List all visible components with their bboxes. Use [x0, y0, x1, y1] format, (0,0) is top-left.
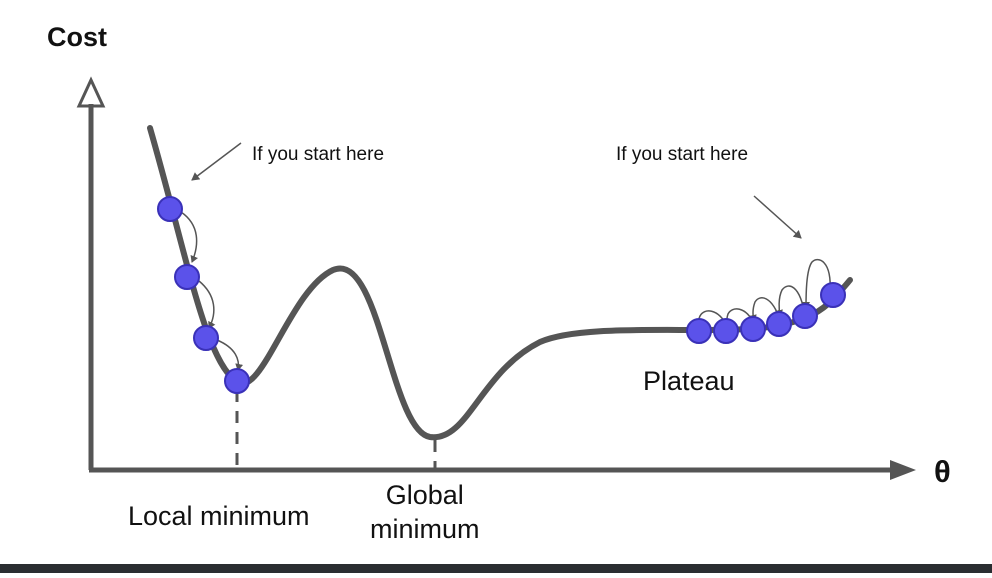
step-arrow — [216, 339, 244, 371]
plateau-ball — [713, 318, 739, 344]
right-start-annotation: If you start here — [616, 144, 749, 165]
plateau-label: Plateau — [643, 366, 735, 396]
y-axis-arrowhead — [76, 76, 106, 108]
plateau-ball — [766, 311, 792, 337]
step-arrow — [198, 280, 216, 329]
descent-ball — [224, 368, 250, 394]
plateau-ball — [820, 282, 846, 308]
global-minimum-label: Global minimum — [370, 478, 480, 546]
plateau-ball — [686, 318, 712, 344]
descent-ball — [174, 264, 200, 290]
plateau-ball — [740, 316, 766, 342]
left-start-annotation: If you start here — [252, 144, 385, 165]
axes — [76, 76, 916, 480]
descent-ball — [157, 196, 183, 222]
left-step-arrows — [180, 211, 244, 371]
descent-ball — [193, 325, 219, 351]
y-axis-label: Cost — [47, 22, 107, 52]
left-descent-balls — [157, 196, 250, 394]
local-minimum-label: Local minimum — [128, 501, 310, 531]
global-minimum-label-line2: minimum — [370, 514, 480, 544]
step-arrow — [180, 211, 198, 263]
plateau-ball — [792, 303, 818, 329]
right-annotation-arrow — [753, 195, 802, 239]
plateau-balls — [686, 282, 846, 344]
step-arrow — [775, 285, 806, 317]
global-minimum-label-line1: Global — [385, 480, 464, 510]
bottom-bar — [0, 564, 992, 573]
step-arrow — [802, 258, 831, 309]
cost-curve — [147, 125, 853, 441]
left-annotation-arrow — [191, 142, 242, 181]
x-axis-label: θ — [934, 454, 951, 489]
x-axis-arrowhead — [890, 460, 916, 480]
